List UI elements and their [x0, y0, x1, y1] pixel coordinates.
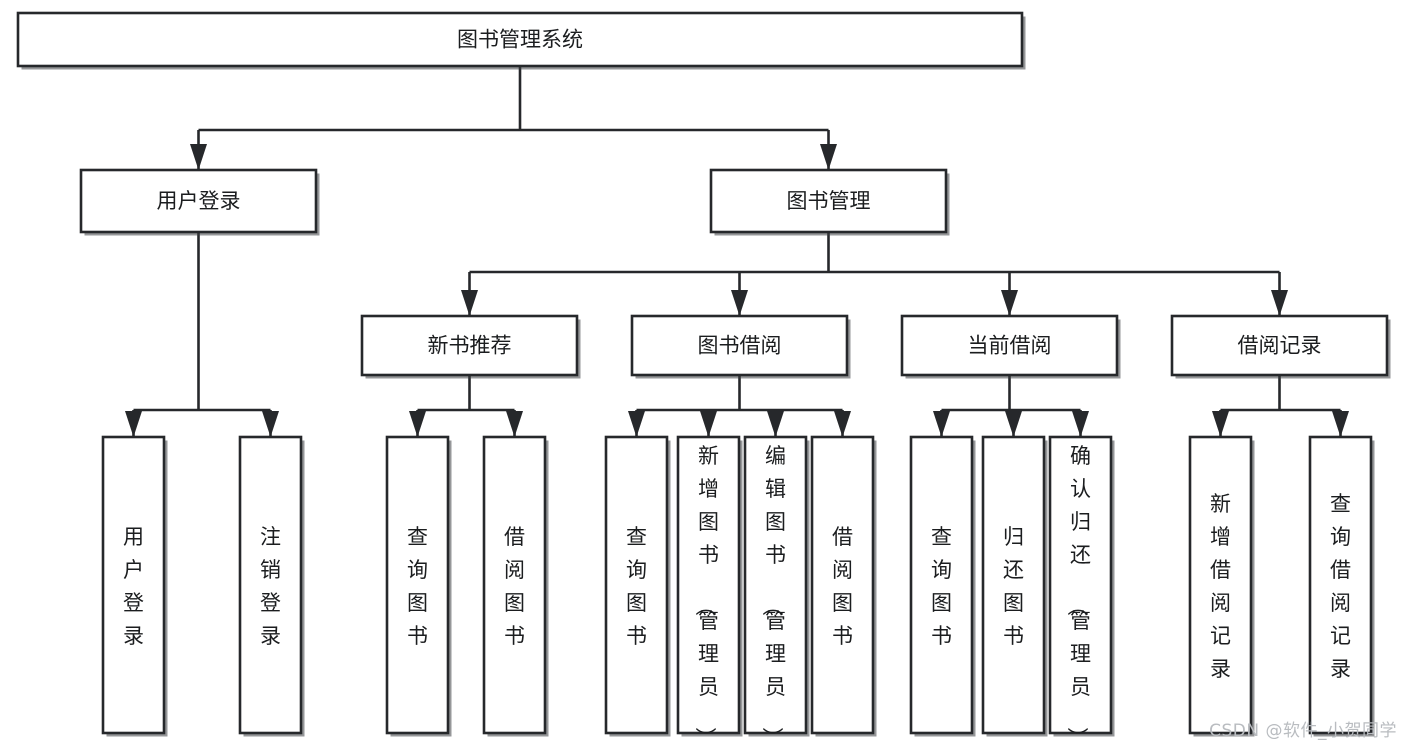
- arrow-head-icon-borrow-record: [1271, 290, 1288, 316]
- arrow-head-icon-leaf-query-record: [1332, 411, 1349, 437]
- node-label: 新书推荐: [428, 334, 512, 358]
- arrow-head-icon-leaf-query-book-1: [409, 411, 426, 437]
- node-leaf-add-book[interactable]: 新增图书（管理员）: [676, 435, 743, 747]
- node-leaf-query-book-3[interactable]: 查询图书: [909, 435, 976, 737]
- node-box[interactable]: [981, 435, 1046, 735]
- arrow-head-icon-leaf-add-record: [1212, 411, 1229, 437]
- node-label: 当前借阅: [968, 334, 1052, 358]
- node-current-borrow[interactable]: 当前借阅: [900, 314, 1121, 379]
- arrow-head-icon-leaf-return-book: [1005, 411, 1022, 437]
- watermark-label: CSDN @软件_小贺同学: [1209, 721, 1397, 741]
- arrow-head-icon-leaf-add-book: [700, 411, 717, 437]
- node-root[interactable]: 图书管理系统: [16, 11, 1026, 70]
- node-box[interactable]: [360, 314, 579, 377]
- node-new-book-rec[interactable]: 新书推荐: [360, 314, 581, 379]
- node-box[interactable]: [1048, 435, 1113, 735]
- node-leaf-add-record[interactable]: 新增借阅记录: [1188, 435, 1255, 737]
- node-label: 编辑图书（管理员）: [760, 444, 786, 747]
- node-label: 查询借阅记录: [1330, 492, 1351, 681]
- node-leaf-borrow-book-1[interactable]: 借阅图书: [482, 435, 549, 737]
- node-leaf-user-login[interactable]: 用户登录: [101, 435, 168, 737]
- node-label: 用户登录: [123, 525, 144, 648]
- node-box[interactable]: [1308, 435, 1373, 735]
- node-label: 图书管理: [787, 189, 871, 213]
- arrow-head-icon-leaf-confirm-return: [1072, 411, 1089, 437]
- node-user-login[interactable]: 用户登录: [79, 168, 320, 236]
- node-box[interactable]: [900, 314, 1119, 377]
- arrow-head-icon-current-borrow: [1001, 290, 1018, 316]
- connector-layer: [125, 66, 1349, 437]
- node-label: 查询图书: [626, 525, 647, 648]
- node-label: 确认归还（管理员）: [1065, 444, 1091, 747]
- node-box[interactable]: [238, 435, 303, 735]
- node-box[interactable]: [1188, 435, 1253, 735]
- node-box[interactable]: [482, 435, 547, 735]
- node-label: 借阅图书: [832, 525, 853, 648]
- node-label: 借阅图书: [504, 525, 525, 648]
- node-label: 图书借阅: [698, 334, 782, 358]
- node-label: 用户登录: [157, 189, 241, 213]
- node-leaf-borrow-book-2[interactable]: 借阅图书: [810, 435, 877, 737]
- arrow-head-icon-leaf-borrow-book-2: [834, 411, 851, 437]
- node-label: 注销登录: [260, 525, 281, 648]
- node-borrow-record[interactable]: 借阅记录: [1170, 314, 1391, 379]
- node-label: 图书管理系统: [457, 28, 583, 52]
- node-label: 新增借阅记录: [1210, 492, 1231, 681]
- arrow-head-icon-book-borrow: [731, 290, 748, 316]
- node-label: 查询图书: [407, 525, 428, 648]
- node-label: 新增图书（管理员）: [693, 444, 719, 747]
- arrow-head-icon-leaf-user-logout: [262, 411, 279, 437]
- node-book-borrow[interactable]: 图书借阅: [630, 314, 851, 379]
- node-leaf-return-book[interactable]: 归还图书: [981, 435, 1048, 737]
- node-book-manage[interactable]: 图书管理: [709, 168, 950, 236]
- node-label: 查询图书: [931, 525, 952, 648]
- node-box[interactable]: [101, 435, 166, 735]
- node-box[interactable]: [385, 435, 450, 735]
- node-leaf-query-book-1[interactable]: 查询图书: [385, 435, 452, 737]
- arrow-head-icon-leaf-edit-book: [767, 411, 784, 437]
- arrow-head-icon-leaf-user-login: [125, 411, 142, 437]
- node-label: 借阅记录: [1238, 334, 1322, 358]
- arrow-head-icon-new-book-rec: [461, 290, 478, 316]
- node-box[interactable]: [810, 435, 875, 735]
- arrow-head-icon-book-manage: [820, 144, 837, 170]
- node-box[interactable]: [909, 435, 974, 735]
- node-leaf-confirm-return[interactable]: 确认归还（管理员）: [1048, 435, 1115, 747]
- arrow-head-icon-leaf-borrow-book-1: [506, 411, 523, 437]
- node-layer: 图书管理系统用户登录图书管理新书推荐图书借阅当前借阅借阅记录用户登录注销登录查询…: [16, 11, 1391, 747]
- node-box[interactable]: [630, 314, 849, 377]
- node-box[interactable]: [79, 168, 318, 234]
- arrow-head-icon-user-login: [190, 144, 207, 170]
- node-leaf-edit-book[interactable]: 编辑图书（管理员）: [743, 435, 810, 747]
- node-box[interactable]: [709, 168, 948, 234]
- arrow-head-icon-leaf-query-book-2: [628, 411, 645, 437]
- node-box[interactable]: [16, 11, 1024, 68]
- node-box[interactable]: [743, 435, 808, 735]
- node-leaf-query-book-2[interactable]: 查询图书: [604, 435, 671, 737]
- node-box[interactable]: [676, 435, 741, 735]
- node-box[interactable]: [1170, 314, 1389, 377]
- node-label: 归还图书: [1003, 525, 1024, 648]
- node-box[interactable]: [604, 435, 669, 735]
- node-leaf-query-record[interactable]: 查询借阅记录: [1308, 435, 1375, 737]
- node-leaf-user-logout[interactable]: 注销登录: [238, 435, 305, 737]
- arrow-head-icon-leaf-query-book-3: [933, 411, 950, 437]
